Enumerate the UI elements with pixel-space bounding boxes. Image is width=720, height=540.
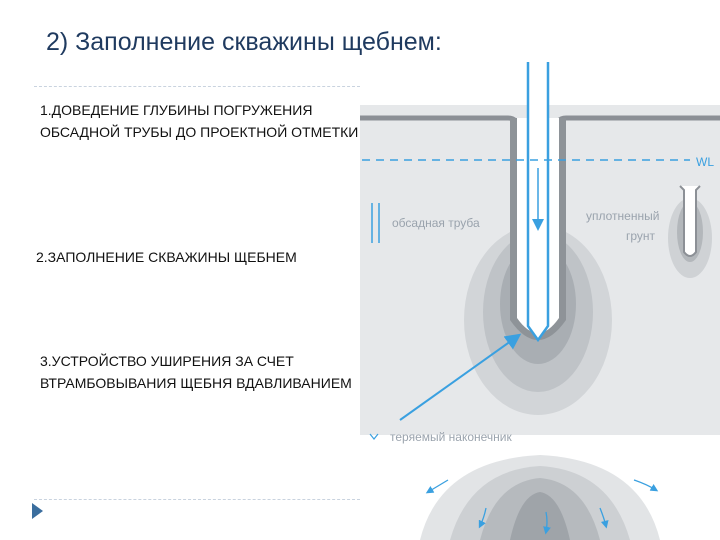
separator-bottom: [34, 499, 360, 500]
slide-title: 2) Заполнение скважины щебнем:: [46, 28, 442, 56]
soil-label-1: уплотненный: [586, 209, 659, 223]
step-3: 3.УСТРОЙСТВО УШИРЕНИЯ ЗА СЧЕТ ВТРАМБОВЫВ…: [40, 353, 352, 391]
soil-label-2: грунт: [626, 229, 656, 243]
slide-marker-icon: [32, 503, 43, 519]
step-1: 1.ДОВЕДЕНИЕ ГЛУБИНЫ ПОГРУЖЕНИЯ ОБСАДНОЙ …: [40, 102, 359, 140]
separator-top: [34, 86, 360, 87]
wl-label: WL: [696, 155, 714, 169]
step-2: 2.ЗАПОЛНЕНИЕ СКВАЖИНЫ ЩЕБНЕМ: [36, 249, 297, 265]
casing-label: обсадная труба: [392, 216, 480, 230]
tip-label: теряемый наконечник: [390, 430, 513, 444]
tip-pointer-arrow: [399, 333, 522, 421]
